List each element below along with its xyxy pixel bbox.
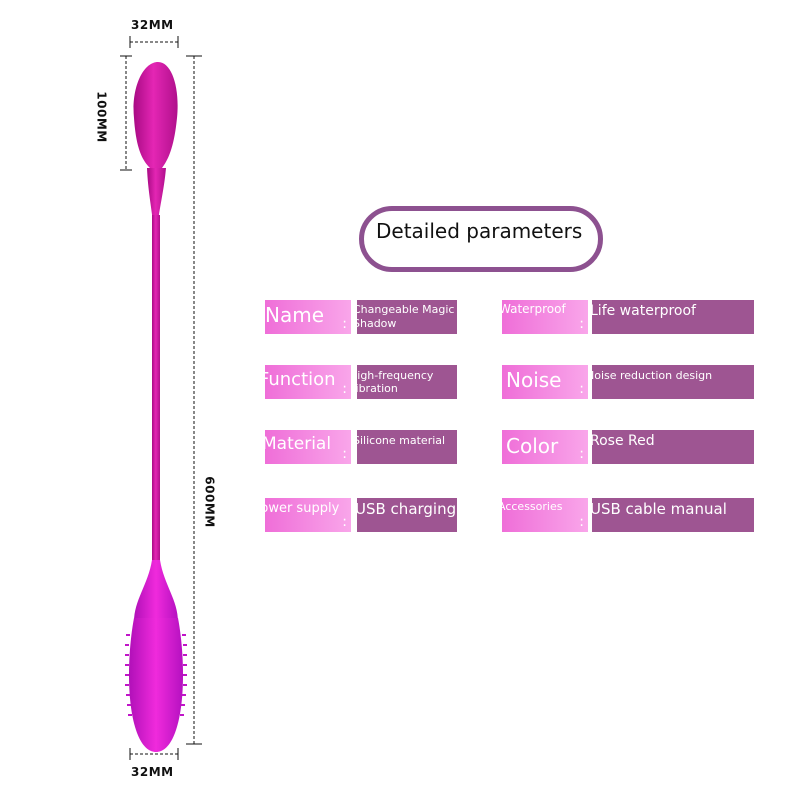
param-label-waterproof: Waterproof : — [502, 300, 588, 334]
param-value-noise: Noise reduction design — [592, 365, 754, 399]
head-length-dimension — [120, 55, 132, 171]
param-value-material: Silicone material — [357, 430, 457, 464]
bottom-width-label: 32MM — [131, 765, 174, 779]
total-length-dimension — [186, 55, 202, 745]
bottom-neck — [134, 560, 178, 622]
param-value-waterproof: Life waterproof — [592, 300, 754, 334]
param-value-function: High-frequency vibration — [357, 365, 457, 399]
param-label-power-supply: Power supply : — [265, 498, 351, 532]
param-value-name: Changeable Magic Shadow — [357, 300, 457, 334]
head-length-label: 100MM — [94, 91, 109, 143]
param-label-accessories: Accessories : — [502, 498, 588, 532]
bottom-width-dimension — [129, 748, 179, 760]
param-label-color: Color : — [502, 430, 588, 464]
bottom-brush-head — [129, 618, 183, 752]
top-width-label: 32MM — [131, 18, 174, 32]
param-value-power-supply: USB charging — [357, 498, 457, 532]
param-label-noise: Noise : — [502, 365, 588, 399]
brush-bristles — [125, 634, 187, 716]
param-label-material: Material : — [265, 430, 351, 464]
section-title-pill: Detailed parameters — [359, 206, 603, 272]
top-width-dimension — [129, 36, 179, 48]
param-value-color: Rose Red — [592, 430, 754, 464]
param-label-function: Function : — [265, 365, 351, 399]
cord — [152, 215, 160, 575]
total-length-label: 600MM — [202, 476, 217, 528]
top-egg — [133, 62, 178, 168]
section-title: Detailed parameters — [376, 219, 583, 243]
top-neck — [147, 168, 166, 222]
param-label-name: Name : — [265, 300, 351, 334]
param-value-accessories: USB cable manual — [592, 498, 754, 532]
